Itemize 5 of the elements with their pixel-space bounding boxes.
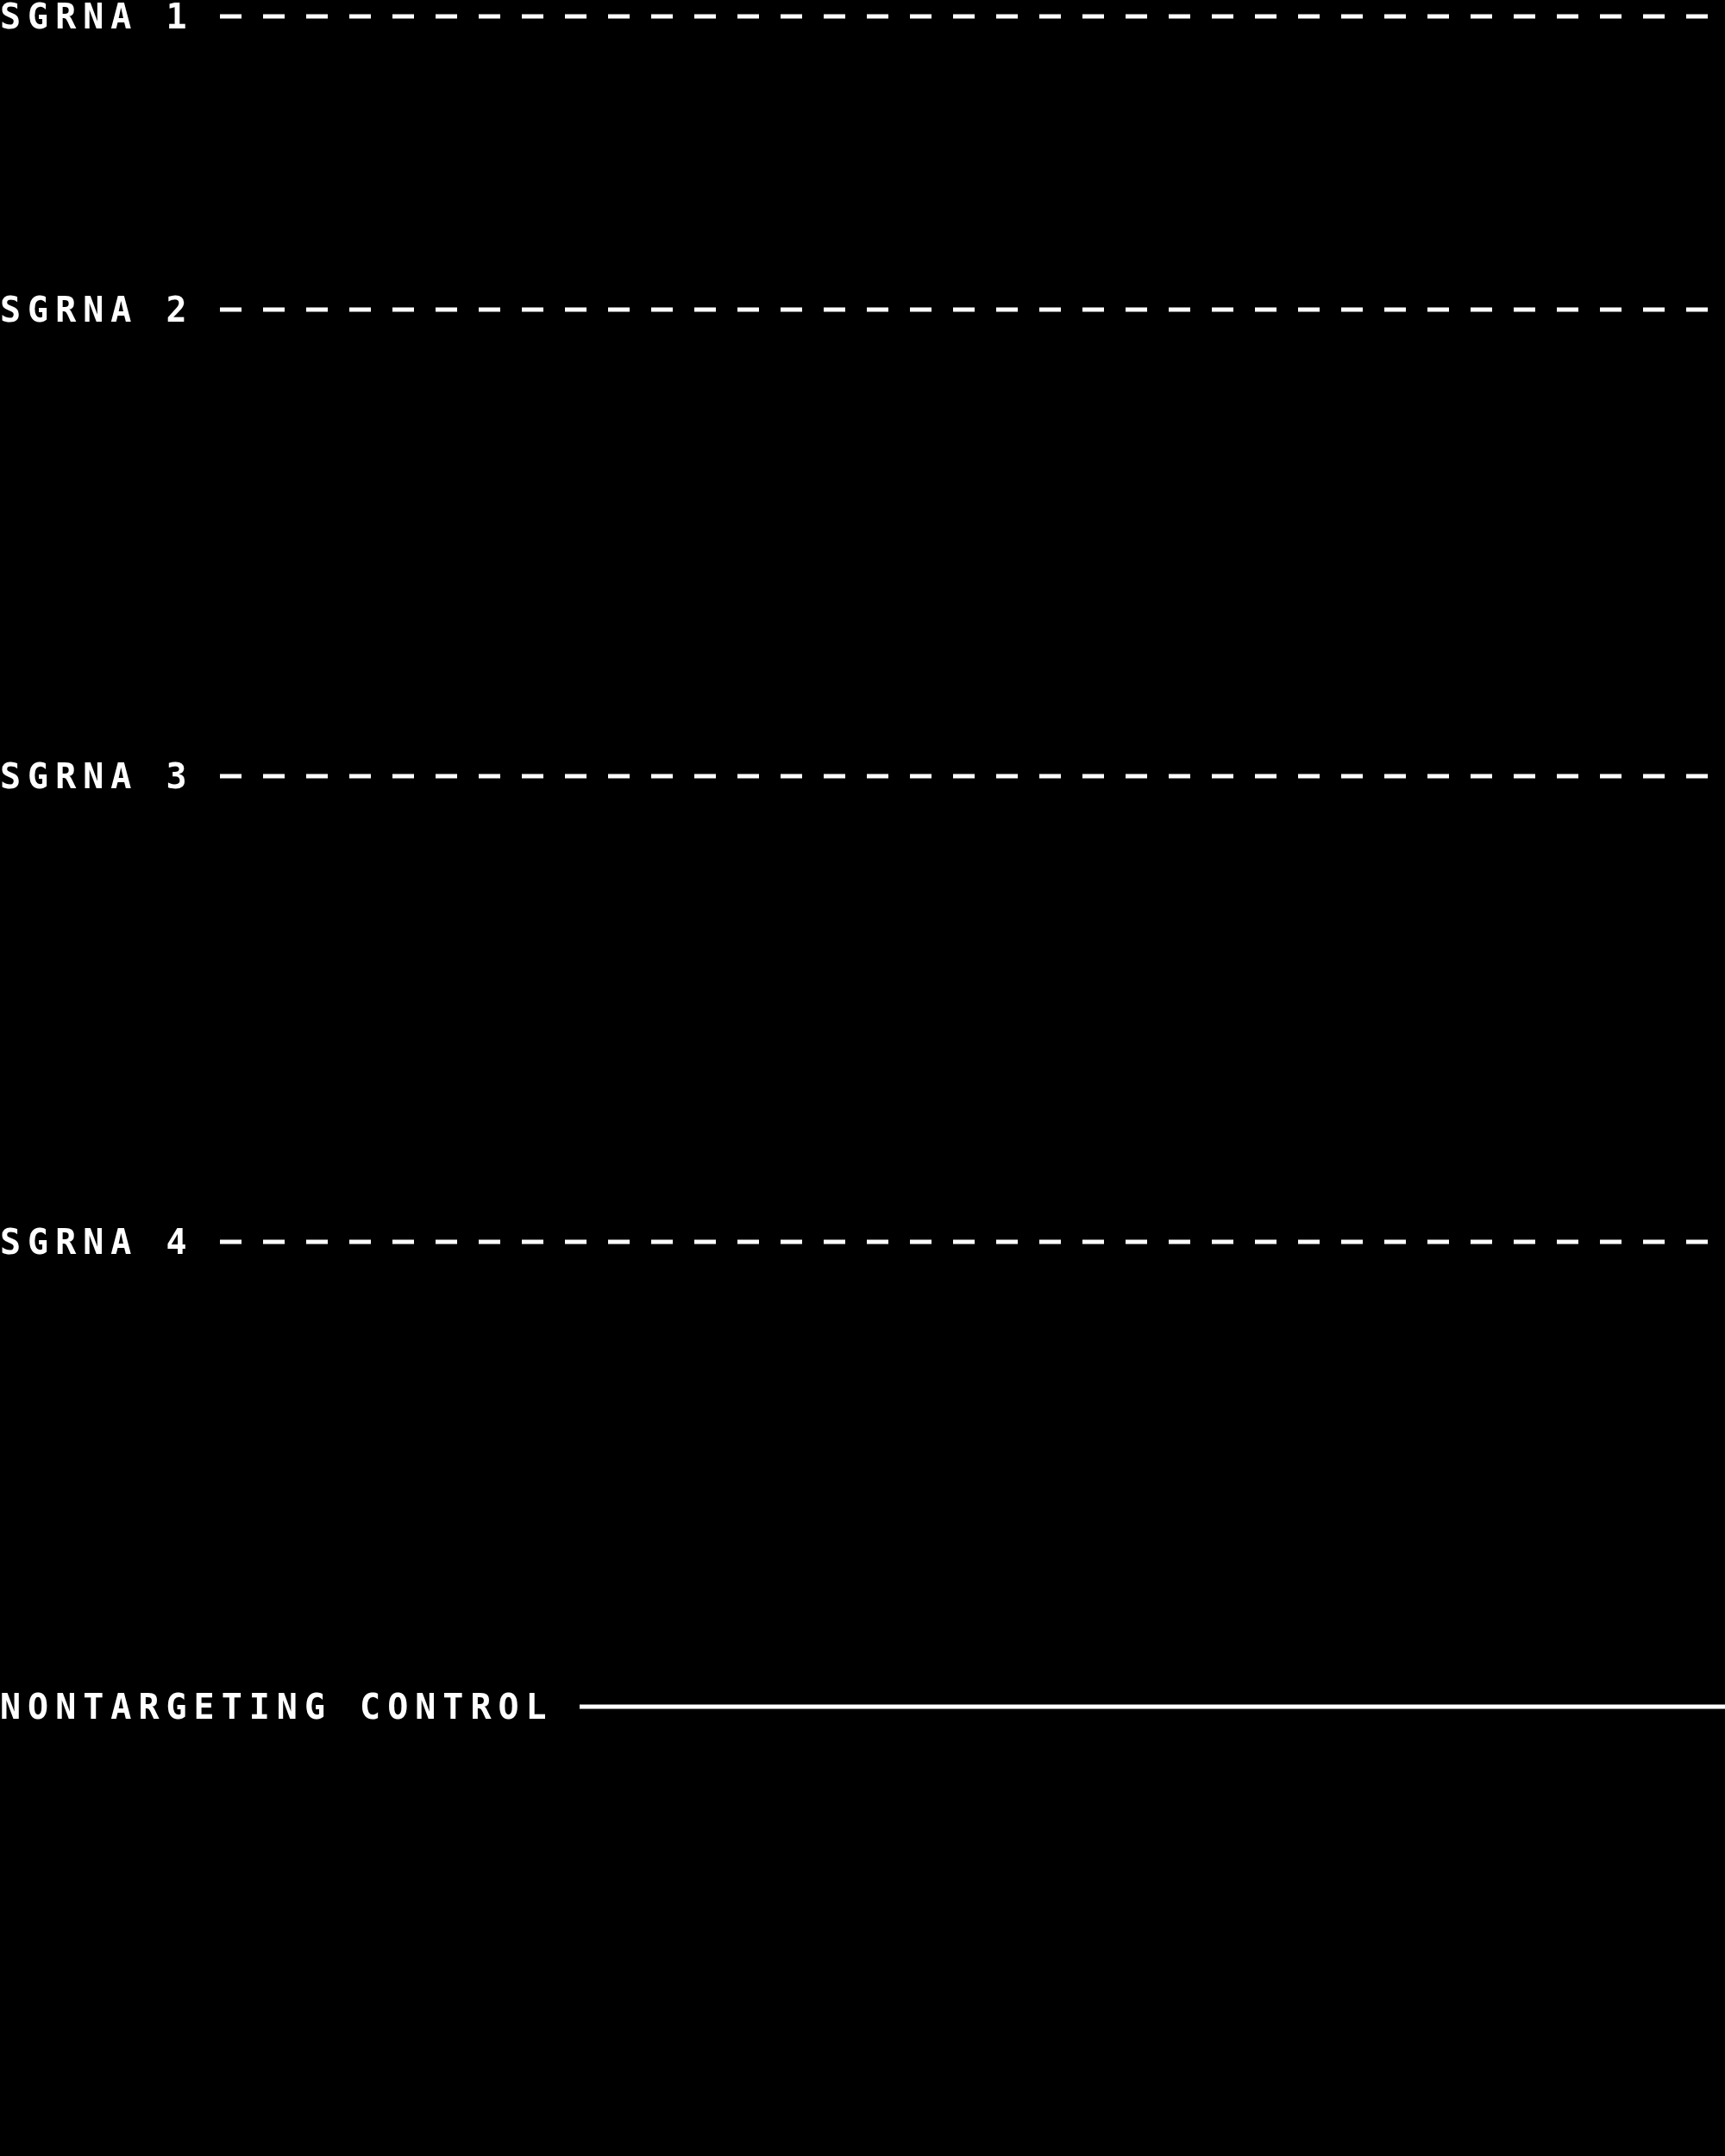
legend-label: SGRNA 1 bbox=[0, 0, 194, 34]
legend-label: SGRNA 3 bbox=[0, 759, 194, 793]
legend-label: SGRNA 2 bbox=[0, 292, 194, 327]
legend-label: SGRNA 4 bbox=[0, 1225, 194, 1259]
legend-label: NONTARGETING CONTROL bbox=[0, 1689, 554, 1724]
